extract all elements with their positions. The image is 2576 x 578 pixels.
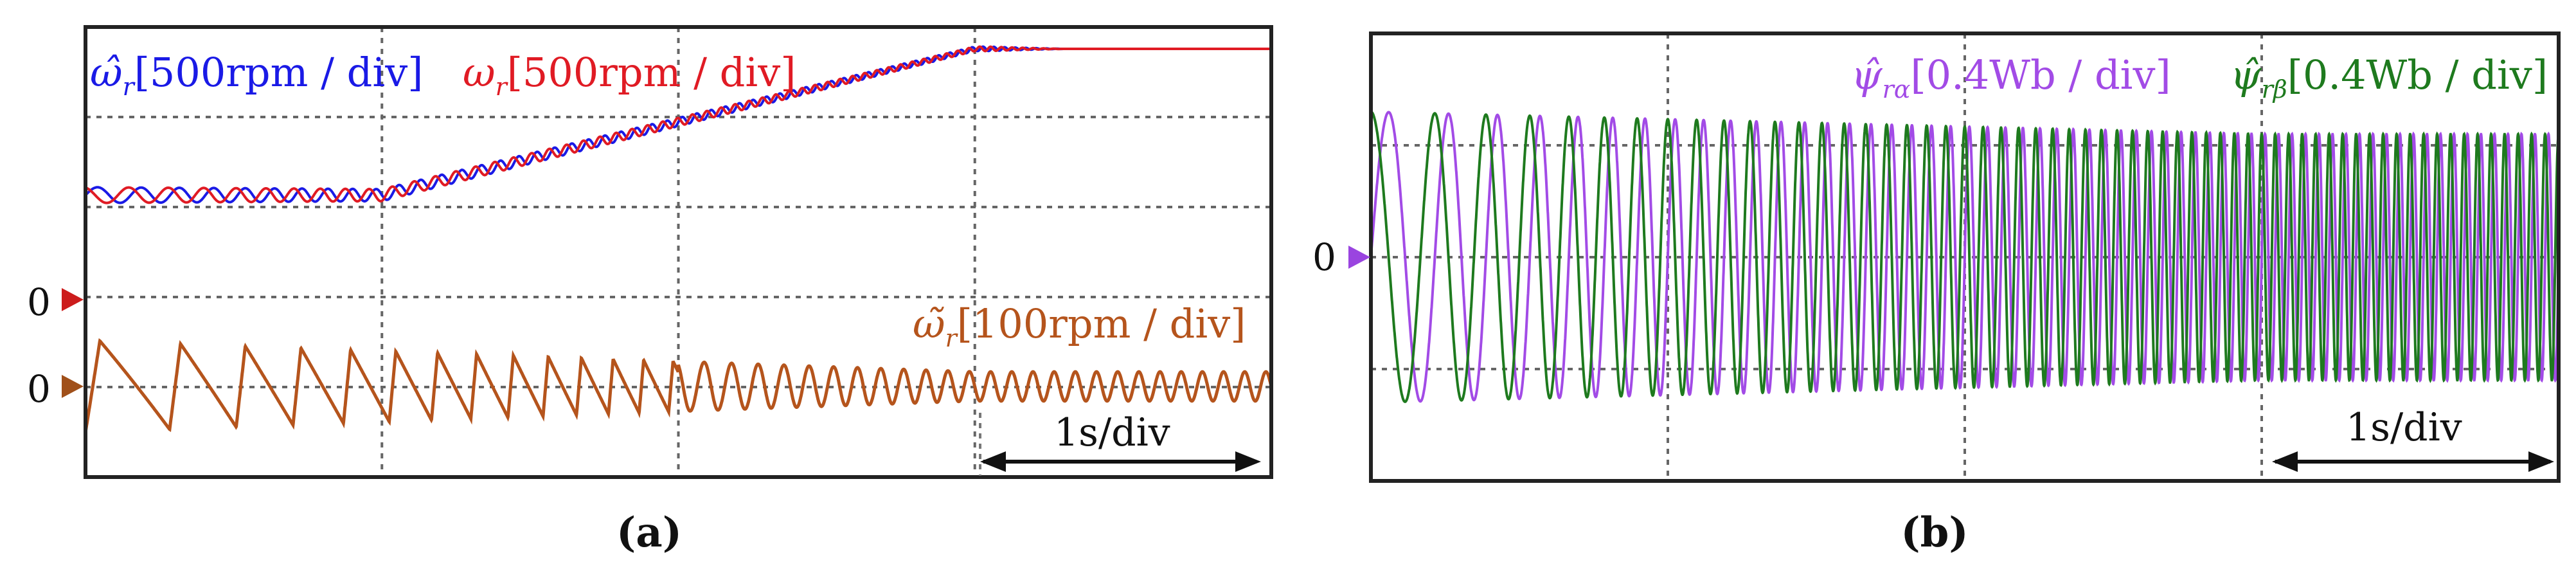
triangle-marker-brown-icon [62, 375, 84, 398]
grid-a [85, 27, 1271, 477]
series-omega [85, 45, 1271, 204]
arrow-left-icon [2272, 451, 2298, 472]
zero-marker-a1: 0 [27, 280, 84, 324]
legend-omega-tilde: ω̃r[100rpm / div] [913, 300, 1246, 352]
legend-omega: ωr[500rpm / div] [463, 49, 796, 101]
legend-psi-beta: ψ̂rβ[0.4Wb / div] [2230, 51, 2548, 104]
zero-label-b: 0 [1312, 235, 1336, 279]
zero-marker-b: 0 [1312, 235, 1370, 279]
scale-label-a: 1s/div [1054, 410, 1170, 455]
arrow-right-icon [2528, 451, 2554, 472]
panel-a: ω̂r[500rpm / div] ωr[500rpm / div] ω̃r[1… [27, 25, 1273, 557]
zero-label-a2: 0 [27, 367, 51, 411]
caption-a: (a) [616, 509, 682, 557]
zero-marker-a2: 0 [27, 367, 84, 411]
scale-bar-a: 1s/div [979, 410, 1261, 476]
series-psi-beta [1370, 110, 2560, 403]
legend-psi-alpha: ψ̂rα[0.4Wb / div] [1851, 51, 2171, 104]
curves-b [1370, 110, 2560, 403]
zero-label-a1: 0 [27, 280, 51, 324]
scale-label-b: 1s/div [2346, 405, 2462, 450]
series-psi-alpha [1370, 111, 2560, 403]
series-omega-tilde [84, 338, 1273, 433]
caption-b: (b) [1901, 509, 1968, 557]
plot-frame-a [84, 25, 1273, 479]
arrow-left-icon [980, 451, 1006, 472]
triangle-marker-red-icon [62, 288, 84, 311]
curves-a [84, 45, 1273, 433]
arrow-right-icon [1235, 451, 1261, 472]
scale-bar-b: 1s/div [2272, 405, 2554, 472]
legend-omega-hat: ω̂r[500rpm / div] [90, 49, 423, 101]
panel-b: ψ̂rα[0.4Wb / div] ψ̂rβ[0.4Wb / div] 1s/d… [1312, 32, 2561, 557]
triangle-marker-purple-icon [1348, 246, 1370, 269]
plot-frame-b [1369, 32, 2561, 483]
